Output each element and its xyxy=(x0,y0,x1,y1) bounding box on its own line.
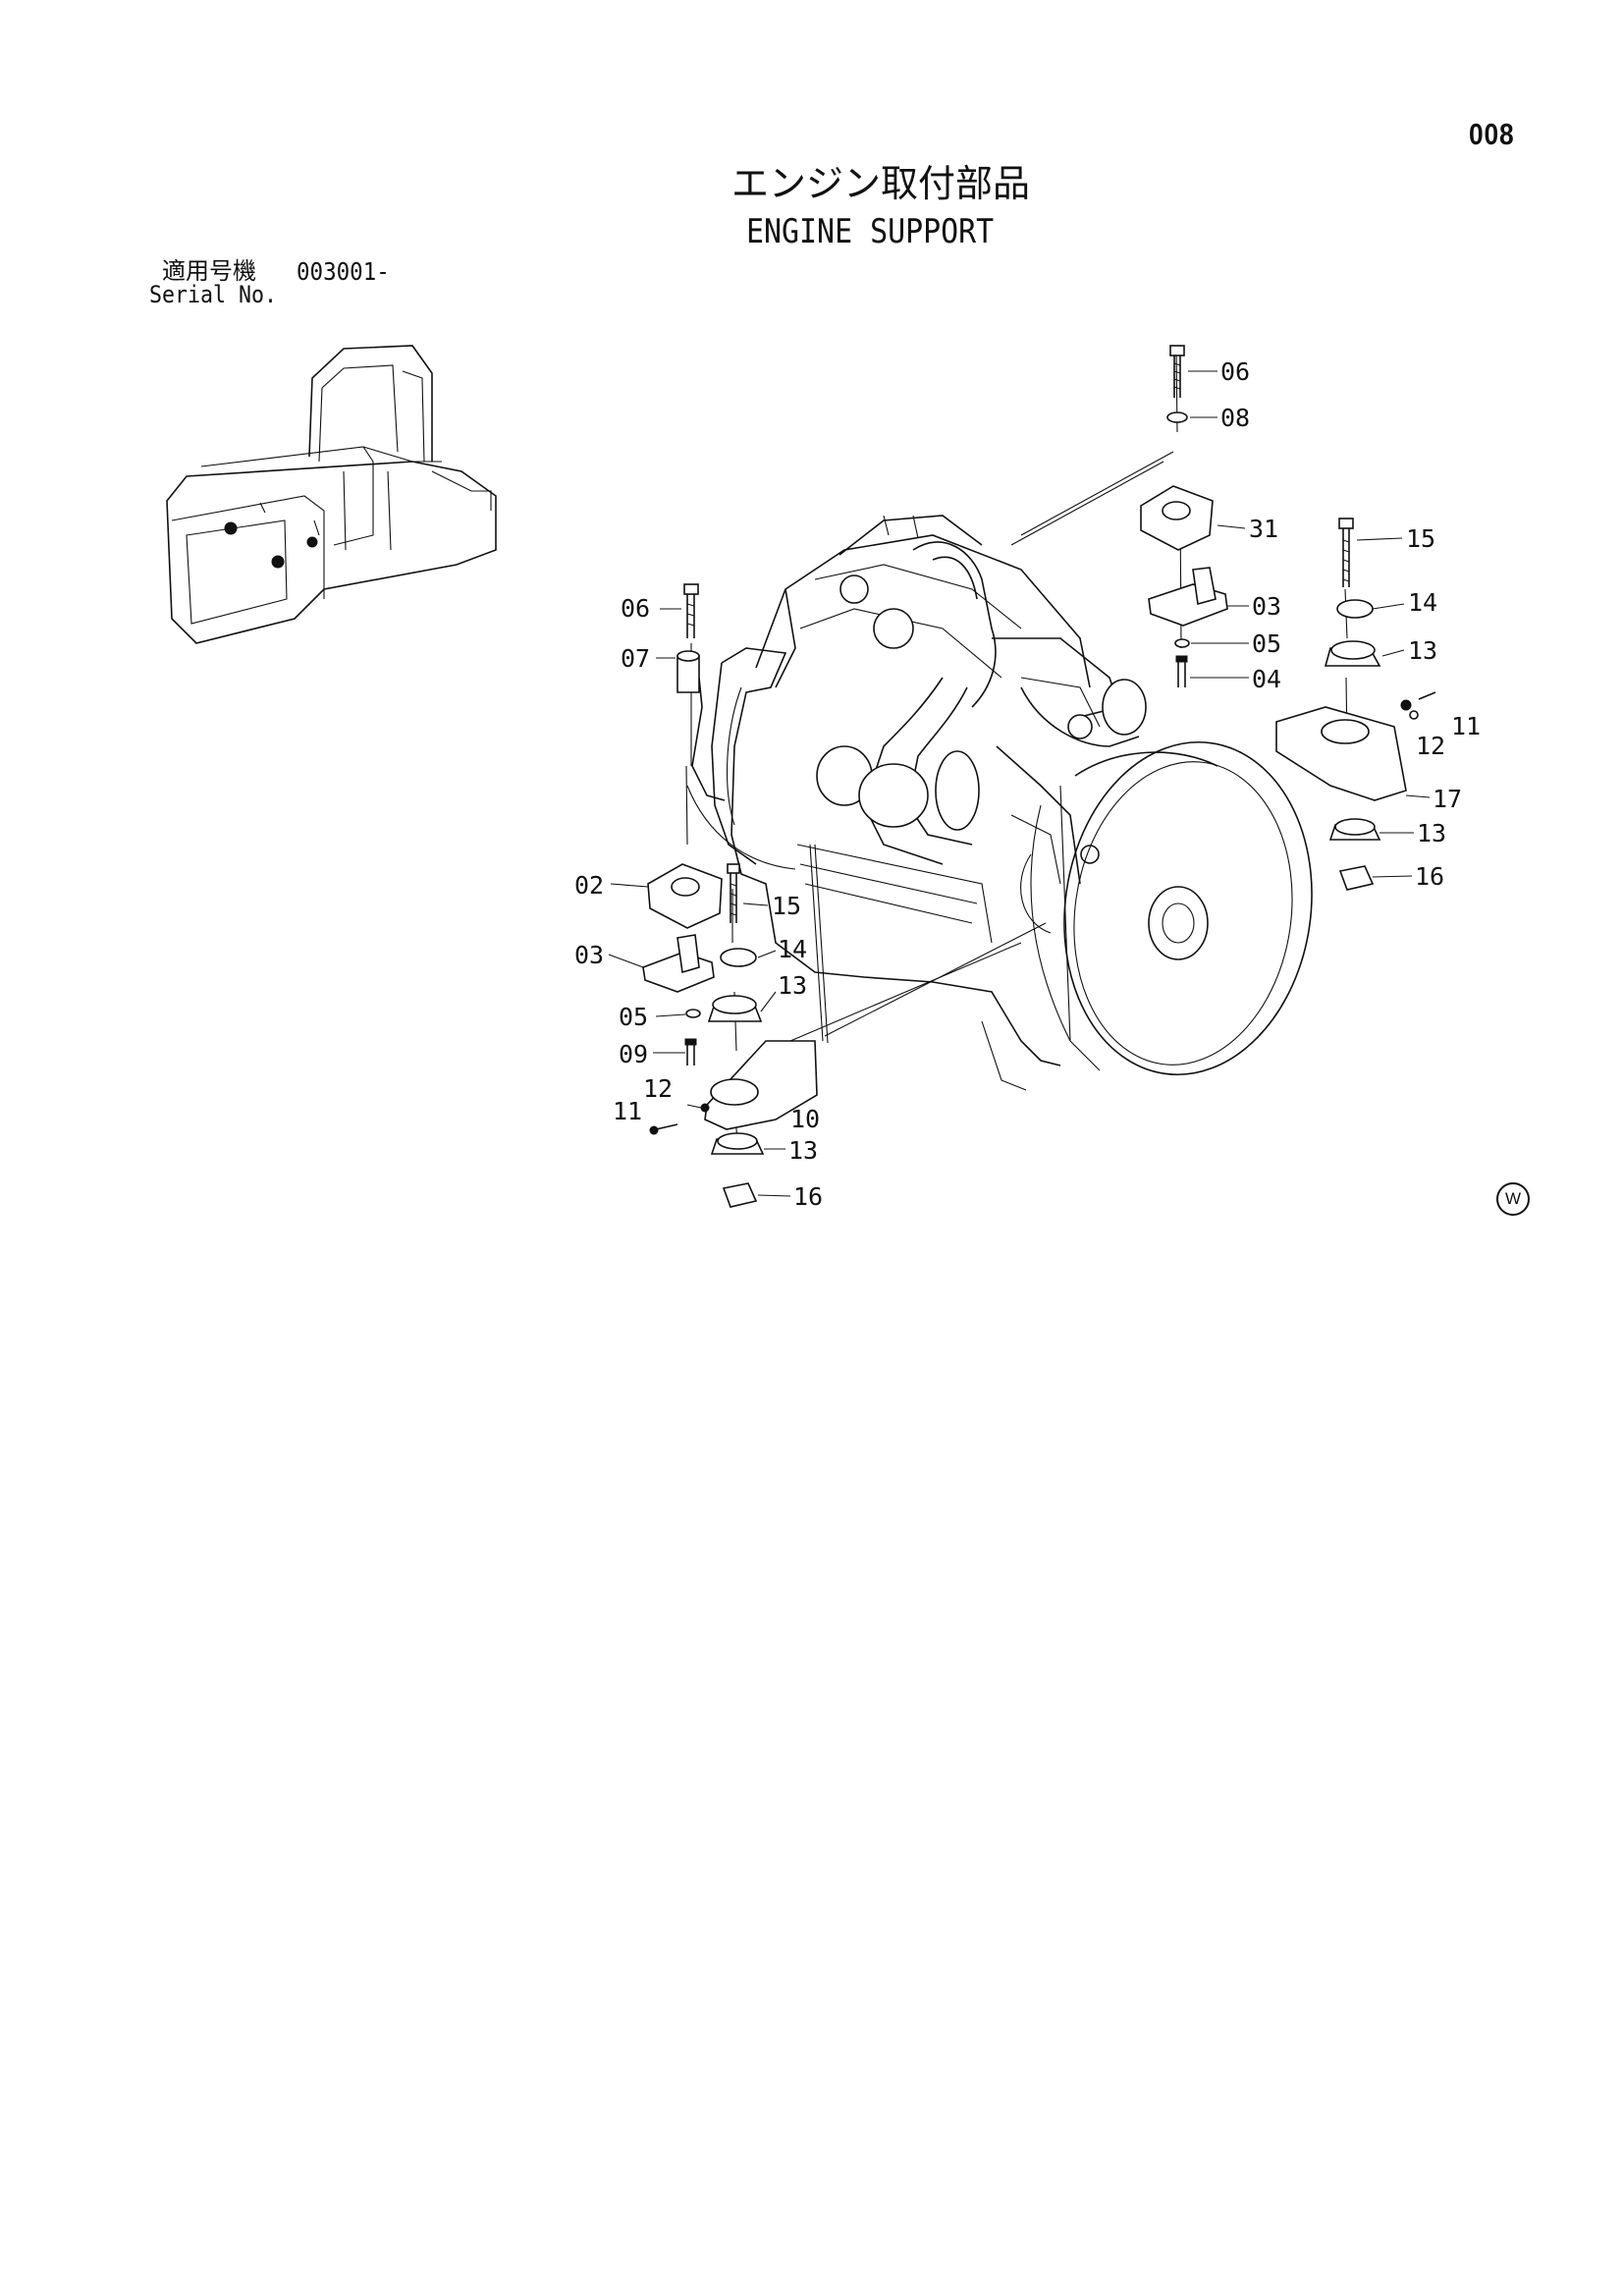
bracket-plate-icon xyxy=(1148,583,1228,627)
mount-rubber-icon xyxy=(1140,485,1214,551)
washer-icon xyxy=(685,1009,701,1018)
callout-13-left-a: 13 xyxy=(778,971,807,1000)
callout-16-left: 16 xyxy=(793,1182,823,1211)
bracket-icon xyxy=(704,1040,818,1130)
callout-06-top: 06 xyxy=(1220,357,1250,386)
callout-13-right-a: 13 xyxy=(1408,636,1437,665)
callout-08: 08 xyxy=(1220,404,1250,432)
watermark-w-icon: W xyxy=(1496,1182,1530,1216)
callout-14-left: 14 xyxy=(778,935,807,963)
callout-16-right: 16 xyxy=(1415,862,1444,891)
bolt-icon xyxy=(684,1038,697,1066)
bolt-icon xyxy=(1338,518,1354,587)
bracket-icon xyxy=(1275,706,1407,801)
nut-icon xyxy=(722,1182,758,1208)
callout-17: 17 xyxy=(1433,785,1462,813)
callout-03-right: 03 xyxy=(1252,592,1281,621)
engine-assembly-drawing xyxy=(686,515,1313,1091)
serial-label-english: Serial No. xyxy=(149,281,278,308)
callout-15-right: 15 xyxy=(1406,524,1435,553)
callout-10: 10 xyxy=(790,1105,820,1133)
washer-icon xyxy=(1336,599,1374,619)
callout-13-right-b: 13 xyxy=(1417,819,1446,847)
serial-number-value: 003001- xyxy=(297,257,390,286)
page-title-japanese: エンジン取付部品 xyxy=(731,162,1031,205)
callout-09: 09 xyxy=(619,1040,648,1068)
callout-06-left: 06 xyxy=(621,594,650,623)
bolt-icon xyxy=(683,583,699,638)
callout-15-left: 15 xyxy=(772,892,801,920)
callout-12-left: 12 xyxy=(643,1074,673,1103)
callout-03-left: 03 xyxy=(574,941,604,969)
callout-leader-lines xyxy=(608,370,1431,1197)
washer-icon xyxy=(720,948,757,967)
callout-05-right: 05 xyxy=(1252,629,1281,658)
mount-rubber-icon xyxy=(647,863,723,929)
engine-support-parts xyxy=(642,345,1436,1208)
assembly-guide-lines xyxy=(685,348,1348,1150)
washer-icon xyxy=(1174,638,1190,648)
callout-04: 04 xyxy=(1252,665,1281,693)
nut-icon xyxy=(1338,865,1375,891)
callout-12-right: 12 xyxy=(1416,732,1445,760)
washer-icon xyxy=(1166,411,1188,423)
excavator-thumbnail-icon xyxy=(166,345,497,644)
callout-13-left-b: 13 xyxy=(788,1136,818,1165)
bolt-icon xyxy=(727,863,740,923)
callout-31: 31 xyxy=(1249,515,1278,543)
callout-14-right: 14 xyxy=(1408,588,1437,617)
callout-labels: 06 08 31 03 05 04 15 14 13 11 12 17 13 1… xyxy=(574,357,1481,1211)
callout-05-left: 05 xyxy=(619,1003,648,1031)
callout-11-right: 11 xyxy=(1451,712,1481,740)
bolt-icon xyxy=(1175,655,1188,687)
serial-label-japanese: 適用号機 xyxy=(162,257,256,285)
bolt-icon xyxy=(1169,345,1185,398)
page-title-english: ENGINE SUPPORT xyxy=(746,212,995,251)
page-number: 008 xyxy=(1469,117,1515,151)
callout-02: 02 xyxy=(574,871,604,900)
bracket-plate-icon xyxy=(642,952,715,993)
callout-07: 07 xyxy=(621,644,650,673)
callout-11-left: 11 xyxy=(613,1097,642,1125)
